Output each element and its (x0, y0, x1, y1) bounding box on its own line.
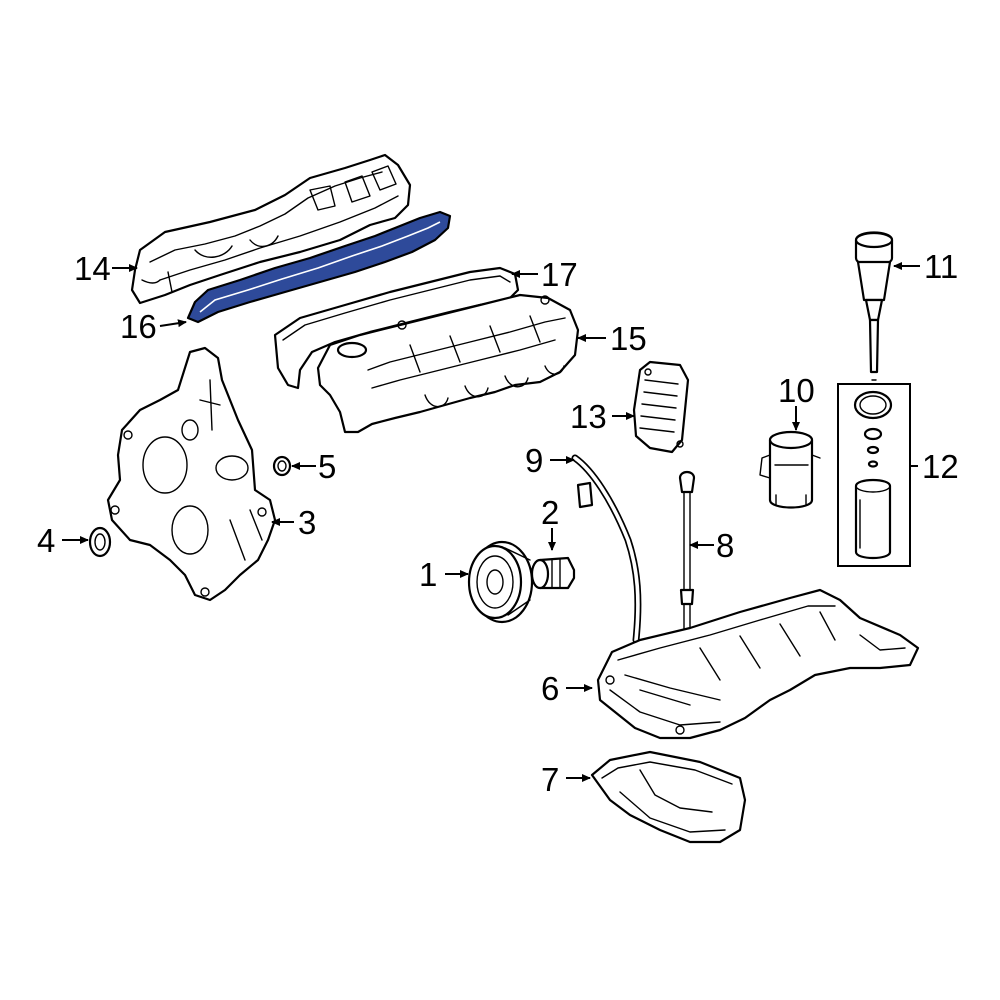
part-13-oil-cooler[interactable] (632, 360, 690, 454)
callout-8[interactable]: 8 (716, 527, 734, 564)
part-11-oil-filler-cap[interactable] (854, 231, 894, 381)
callout-16[interactable]: 16 (120, 308, 157, 345)
callout-15[interactable]: 15 (610, 320, 647, 357)
part-1-crankshaft-pulley[interactable] (467, 540, 534, 624)
callout-2[interactable]: 2 (541, 494, 559, 531)
callout-12[interactable]: 12 (922, 448, 959, 485)
part-4-seal[interactable] (88, 526, 112, 558)
callout-11[interactable]: 11 (924, 248, 958, 285)
part-16-gasket[interactable] (186, 210, 452, 324)
callout-9[interactable]: 9 (525, 442, 543, 479)
part-9-dipstick-tube[interactable] (571, 454, 642, 644)
part-6-oil-pan-upper[interactable] (596, 588, 920, 740)
callout-3[interactable]: 3 (298, 504, 316, 541)
part-10-filter-housing[interactable] (759, 430, 821, 509)
callout-7[interactable]: 7 (541, 761, 559, 798)
callout-17[interactable]: 17 (541, 256, 578, 293)
callout-10[interactable]: 10 (778, 372, 815, 409)
part-12-oil-filter-kit[interactable] (837, 383, 911, 567)
part-14-engine-cover[interactable] (130, 153, 412, 305)
callout-14[interactable]: 14 (74, 250, 111, 287)
callout-4[interactable]: 4 (37, 522, 55, 559)
callout-6[interactable]: 6 (541, 670, 559, 707)
part-15-valve-cover[interactable] (316, 293, 580, 434)
part-8-dipstick[interactable] (678, 470, 696, 641)
part-7-oil-pan-lower[interactable] (590, 750, 747, 844)
part-2-bushing[interactable] (530, 556, 576, 590)
callout-13[interactable]: 13 (570, 398, 607, 435)
part-5-plug[interactable] (272, 455, 292, 477)
callout-5[interactable]: 5 (318, 448, 336, 485)
part-3-timing-cover[interactable] (106, 346, 277, 602)
callout-labels: 1 2 3 4 5 6 7 8 9 10 11 12 13 14 15 16 1… (37, 248, 959, 798)
callout-1[interactable]: 1 (419, 556, 437, 593)
callout-leaders (62, 262, 920, 782)
